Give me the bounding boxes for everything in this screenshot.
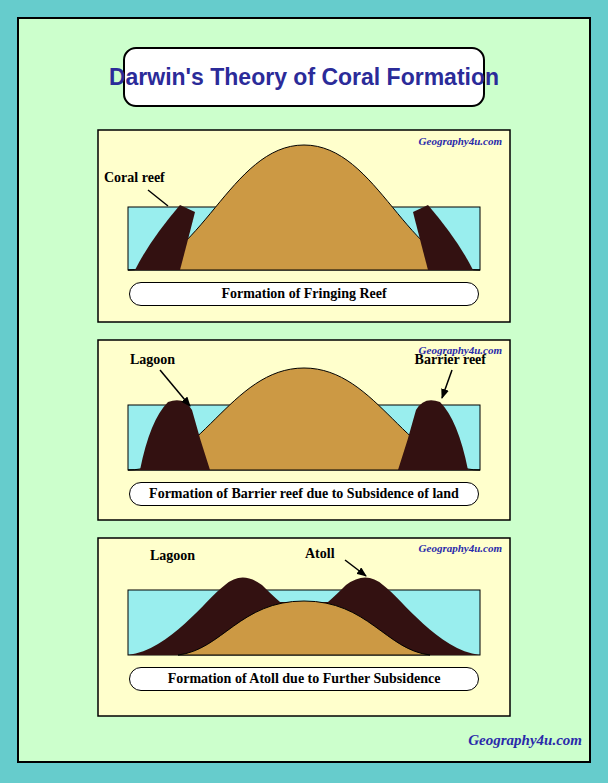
part-label: Atoll (305, 546, 335, 562)
caption-text: Formation of Fringing Reef (221, 286, 386, 302)
island (128, 368, 480, 470)
caption-text: Formation of Barrier reef due to Subside… (149, 486, 459, 502)
inner-ground (18, 18, 590, 762)
part-label: Lagoon (150, 548, 195, 564)
island (128, 145, 480, 270)
part-label: Coral reef (104, 170, 165, 186)
caption-pill: Formation of Fringing Reef (129, 282, 479, 306)
caption-pill: Formation of Atoll due to Further Subsid… (129, 667, 479, 691)
fringing-reef (413, 205, 473, 270)
fringing-reef (135, 205, 195, 270)
leader-arrow (442, 370, 452, 398)
barrier-reef (140, 400, 210, 470)
caption-pill: Formation of Barrier reef due to Subside… (129, 482, 479, 506)
leader-line (148, 190, 168, 206)
panel (98, 130, 510, 322)
watermark: Geography4u.com (419, 542, 502, 554)
diagram-title: Darwin's Theory of Coral Formation (109, 64, 499, 91)
atoll-reef (128, 578, 480, 656)
caption-text: Formation of Atoll due to Further Subsid… (168, 671, 441, 687)
part-label: Lagoon (130, 352, 175, 368)
panel (98, 340, 510, 520)
leader-arrow (160, 370, 190, 406)
leader-arrow (345, 560, 366, 576)
panel (98, 538, 510, 716)
watermark: Geography4u.com (468, 732, 582, 749)
barrier-reef (398, 400, 468, 470)
watermark: Geography4u.com (419, 135, 502, 147)
part-label: Barrier reef (415, 352, 486, 368)
submerged-island (178, 601, 430, 655)
